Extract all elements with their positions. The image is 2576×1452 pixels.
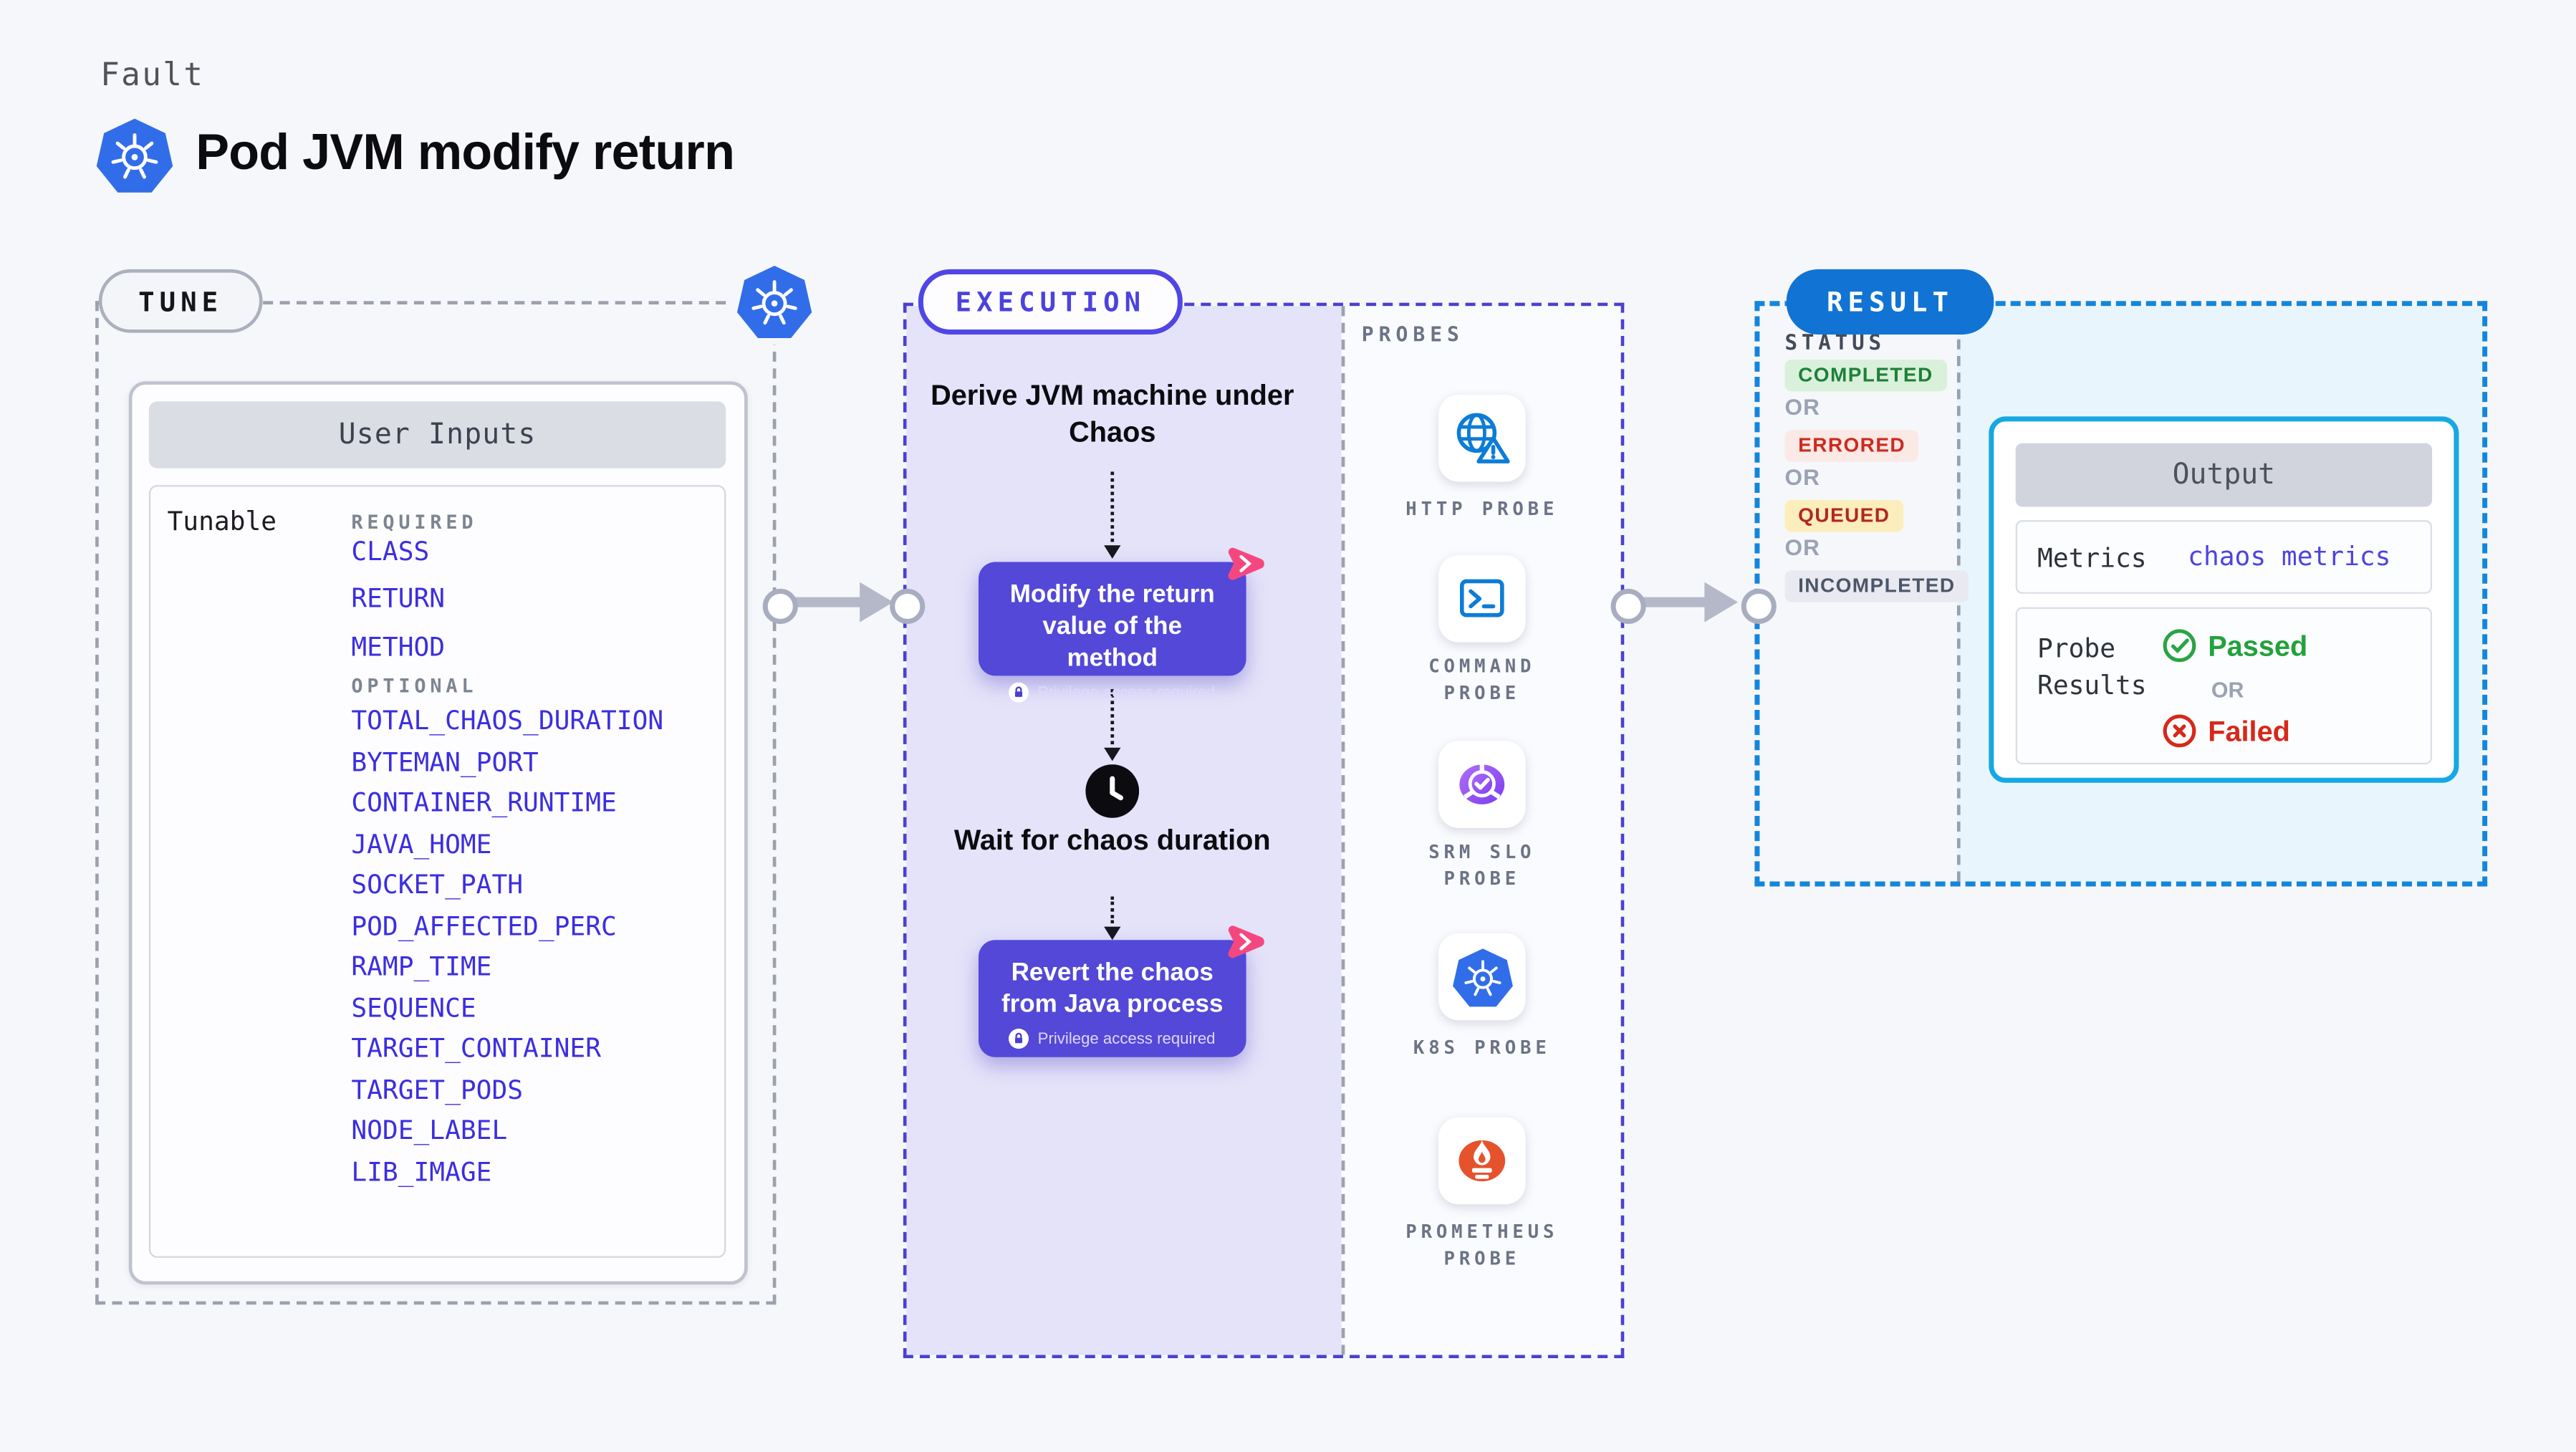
privilege-note: Privilege access required <box>979 1029 1246 1049</box>
fault-kicker: Fault <box>100 57 205 94</box>
connector-dot <box>1610 588 1646 624</box>
step-modify-label: Modify the return value of the method <box>1009 580 1215 673</box>
step-wait-label: Wait for chaos duration <box>953 824 1271 857</box>
probes-label: PROBES <box>1361 322 1464 347</box>
step-revert-label: Revert the chaos from Java process <box>1001 958 1224 1019</box>
metrics-label: Metrics <box>2037 543 2147 574</box>
tunable-item[interactable]: TOTAL_CHAOS_DURATION <box>351 706 664 736</box>
arrow-down-icon <box>1104 747 1121 761</box>
connector-dot <box>1741 588 1777 624</box>
tunable-item[interactable]: NODE_LABEL <box>351 1115 508 1146</box>
tune-section-border <box>95 301 777 1305</box>
step-derive-jvm: Derive JVM machine under Chaos <box>931 380 1294 449</box>
tunable-item[interactable]: POD_AFFECTED_PERC <box>351 911 617 942</box>
kubernetes-icon <box>95 115 174 196</box>
arrow-down-icon <box>1104 545 1121 559</box>
tunable-item[interactable]: CLASS <box>351 537 430 567</box>
probe-label: K8S PROBE <box>1413 1037 1551 1059</box>
page-title: Pod JVM modify return <box>196 125 735 181</box>
probe-label: SRM SLO PROBE <box>1428 841 1536 890</box>
arrow-down-icon <box>1104 926 1121 941</box>
http-probe-card <box>1438 395 1526 482</box>
metrics-row: Metrics chaos metrics <box>2015 520 2433 594</box>
tunables-list: Tunable REQUIRED CLASS RETURN METHOD OPT… <box>148 485 726 1258</box>
probes-divider <box>1341 306 1345 1355</box>
globe-alert-icon <box>1456 413 1510 463</box>
tunable-item[interactable]: CONTAINER_RUNTIME <box>351 787 617 818</box>
litmus-chaos-icon <box>1226 922 1267 962</box>
arrow-right-icon <box>860 582 893 622</box>
status-badge-queued: QUEUED <box>1784 500 1904 532</box>
tunable-item[interactable]: BYTEMAN_PORT <box>351 747 539 778</box>
privilege-note: Privilege access required <box>979 683 1246 703</box>
tunable-item[interactable]: RAMP_TIME <box>351 951 492 982</box>
lock-icon <box>1009 683 1030 703</box>
tunable-item[interactable]: TARGET_CONTAINER <box>351 1034 601 1064</box>
lock-icon <box>1009 1029 1030 1049</box>
output-card: Output Metrics chaos metrics Probe Resul… <box>1989 416 2459 783</box>
passed-label: Passed <box>2208 630 2308 663</box>
tunable-item[interactable]: RETURN <box>351 583 446 614</box>
x-circle-icon <box>2163 714 2196 748</box>
status-badge-completed: COMPLETED <box>1784 360 1947 392</box>
or-label: OR <box>1784 465 1821 491</box>
arrow-right-icon <box>1704 582 1739 622</box>
step-modify-return-box: Modify the return value of the method Pr… <box>978 562 1246 703</box>
flow-connector-line <box>1630 597 1711 607</box>
kubernetes-icon <box>1451 946 1514 1008</box>
user-inputs-header: User Inputs <box>148 401 726 468</box>
litmus-chaos-icon <box>1226 544 1267 584</box>
dotted-flow-line <box>1110 471 1115 542</box>
tunable-item[interactable]: SOCKET_PATH <box>351 870 524 900</box>
connector-dot <box>890 588 926 624</box>
probe-results-row: Probe Results Passed OR Failed <box>2015 607 2433 765</box>
probe-label: PROMETHEUS PROBE <box>1405 1221 1559 1270</box>
optional-label: OPTIONAL <box>351 674 478 698</box>
probe-results-label: Probe Results <box>2037 633 2147 702</box>
tunable-item[interactable]: LIB_IMAGE <box>351 1157 492 1188</box>
prometheus-icon <box>1458 1140 1506 1182</box>
clock-icon <box>1085 764 1140 818</box>
or-label: OR <box>1784 395 1821 420</box>
metrics-value-link[interactable]: chaos metrics <box>2188 542 2391 572</box>
flow-connector-line <box>782 597 867 607</box>
user-inputs-card: User Inputs Tunable REQUIRED CLASS RETUR… <box>128 381 748 1285</box>
probe-label: COMMAND PROBE <box>1428 655 1536 704</box>
terminal-icon <box>1459 579 1504 617</box>
k8s-probe-card <box>1438 933 1526 1021</box>
dotted-flow-line <box>1110 896 1115 923</box>
failed-label: Failed <box>2208 716 2290 748</box>
status-badge-errored: ERRORED <box>1784 430 1919 462</box>
kubernetes-icon <box>731 257 818 345</box>
tunable-item[interactable]: TARGET_PODS <box>351 1075 524 1106</box>
status-badge-incompleted: INCOMPLETED <box>1784 570 1969 602</box>
tunable-item[interactable]: JAVA_HOME <box>351 830 492 860</box>
dotted-flow-line <box>1110 689 1115 745</box>
connector-dot <box>762 588 798 624</box>
execution-badge: EXECUTION <box>918 269 1183 335</box>
srm-slo-probe-card <box>1438 741 1526 828</box>
tunable-item[interactable]: METHOD <box>351 632 446 663</box>
tune-badge: TUNE <box>98 269 263 333</box>
slo-gauge-icon <box>1459 763 1505 804</box>
or-label: OR <box>1784 535 1821 561</box>
output-header: Output <box>2015 443 2433 507</box>
check-circle-icon <box>2163 629 2196 663</box>
required-label: REQUIRED <box>351 510 478 534</box>
or-label: OR <box>2211 677 2244 703</box>
command-probe-card <box>1438 555 1526 643</box>
step-revert-chaos-box: Revert the chaos from Java process Privi… <box>978 940 1246 1057</box>
execution-panel <box>906 306 1342 1355</box>
tunable-item[interactable]: SEQUENCE <box>351 993 476 1024</box>
result-badge: RESULT <box>1786 269 1994 335</box>
tunable-label: Tunable <box>167 506 277 537</box>
prometheus-probe-card <box>1438 1117 1526 1205</box>
probe-label: HTTP PROBE <box>1405 498 1559 521</box>
